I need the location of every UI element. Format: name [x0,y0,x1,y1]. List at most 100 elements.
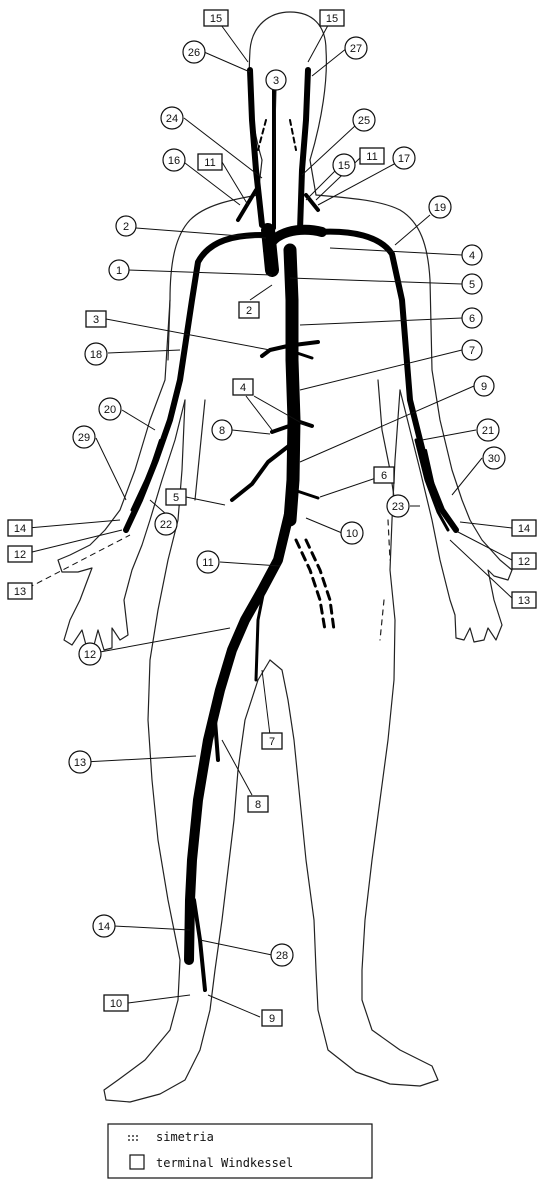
label-circle-8-text: 8 [219,425,225,437]
label-circle-15: 15 [333,154,355,176]
box-label-13-left: 13 [8,583,32,599]
box-label-14-left-text: 14 [14,523,26,535]
box-label-6-text: 6 [381,470,387,482]
box-label-2-text: 2 [246,305,252,317]
legend-symmetry-label: simetria [156,1130,214,1144]
box-label-13-left-text: 13 [14,586,26,598]
label-circle-20-text: 20 [104,404,116,416]
box-label-11-right: 11 [360,148,384,164]
label-circle-13: 13 [69,751,91,773]
box-label-14-right-text: 14 [518,523,530,535]
box-label-15-left: 15 [204,10,228,26]
box-label-12-left: 12 [8,546,32,562]
box-label-15-left-text: 15 [210,13,222,25]
label-circle-14-text: 14 [98,921,110,933]
box-label-13-right: 13 [512,592,536,608]
label-circle-3-text: 3 [273,75,279,87]
box-label-15-right-text: 15 [326,13,338,25]
label-circle-22-text: 22 [160,519,172,531]
label-circle-29: 29 [73,426,95,448]
box-label-11-left: 11 [198,154,222,170]
box-label-11-left-text: 11 [204,157,215,169]
label-circle-10: 10 [341,522,363,544]
label-circle-30: 30 [483,447,505,469]
label-circle-7: 7 [462,340,482,360]
box-label-12-right: 12 [512,553,536,569]
label-circle-19: 19 [429,196,451,218]
box-label-7-text: 7 [269,736,275,748]
label-circle-9-text: 9 [481,381,487,393]
label-circle-28: 28 [271,944,293,966]
label-circle-12-text: 12 [84,649,96,661]
body-outline [58,12,512,1102]
label-circle-21: 21 [477,419,499,441]
label-circle-4-text: 4 [469,250,475,262]
label-circle-25-text: 25 [358,115,370,127]
box-label-5-text: 5 [173,492,179,504]
box-label-10: 10 [104,995,128,1011]
box-label-9: 9 [262,1010,282,1026]
box-label-9-text: 9 [269,1013,275,1025]
label-circle-19-text: 19 [434,202,446,214]
label-circle-2-text: 2 [123,221,129,233]
label-circle-5: 5 [462,274,482,294]
label-circle-26-text: 26 [188,47,200,59]
legend-windkessel-label: terminal Windkessel [156,1156,293,1170]
box-label-8-text: 8 [255,799,261,811]
label-circle-22: 22 [155,513,177,535]
label-circle-20: 20 [99,398,121,420]
box-label-13-right-text: 13 [518,595,530,607]
label-circle-30-text: 30 [488,453,500,465]
box-label-14-right: 14 [512,520,536,536]
label-circle-4: 4 [462,245,482,265]
label-circle-1-text: 1 [116,265,122,277]
label-circle-7-text: 7 [469,345,475,357]
label-circle-16: 16 [163,149,185,171]
label-circle-14: 14 [93,915,115,937]
box-label-5: 5 [166,489,186,505]
label-circle-11: 11 [197,551,219,573]
label-circle-29-text: 29 [78,432,90,444]
label-circle-6: 6 [462,308,482,328]
label-circle-17-text: 17 [398,153,410,165]
label-circle-18-text: 18 [90,349,102,361]
label-circle-17: 17 [393,147,415,169]
label-circle-6-text: 6 [469,313,475,325]
box-label-3-text: 3 [93,314,99,326]
box-label-15-right: 15 [320,10,344,26]
label-circle-11-text: 11 [202,557,213,569]
box-label-14-left: 14 [8,520,32,536]
label-circle-18: 18 [85,343,107,365]
windkessel-square-icon [130,1155,144,1169]
box-label-8: 8 [248,796,268,812]
label-circle-9: 9 [474,376,494,396]
label-circle-8: 8 [212,420,232,440]
box-label-6: 6 [374,467,394,483]
box-label-3: 3 [86,311,106,327]
label-circle-27: 27 [345,37,367,59]
box-label-10-text: 10 [110,998,122,1010]
label-circle-24-text: 24 [166,113,178,125]
label-circle-27-text: 27 [350,43,362,55]
box-label-11-right-text: 11 [366,151,377,163]
label-circle-28-text: 28 [276,950,288,962]
label-circle-23-text: 23 [392,501,404,513]
label-circle-3: 3 [266,70,286,90]
label-circle-21-text: 21 [482,425,494,437]
label-circle-23: 23 [387,495,409,517]
label-circle-12: 12 [79,643,101,665]
box-label-4: 4 [233,379,253,395]
box-label-12-right-text: 12 [518,556,530,568]
label-circle-24: 24 [161,107,183,129]
label-circle-15-text: 15 [338,160,350,172]
box-label-12-left-text: 12 [14,549,26,561]
legend: simetria terminal Windkessel [108,1124,372,1178]
label-circle-5-text: 5 [469,279,475,291]
label-circle-1: 1 [109,260,129,280]
box-label-4-text: 4 [240,382,246,394]
box-label-2: 2 [239,302,259,318]
label-circle-26: 26 [183,41,205,63]
label-circle-25: 25 [353,109,375,131]
label-circle-13-text: 13 [74,757,86,769]
